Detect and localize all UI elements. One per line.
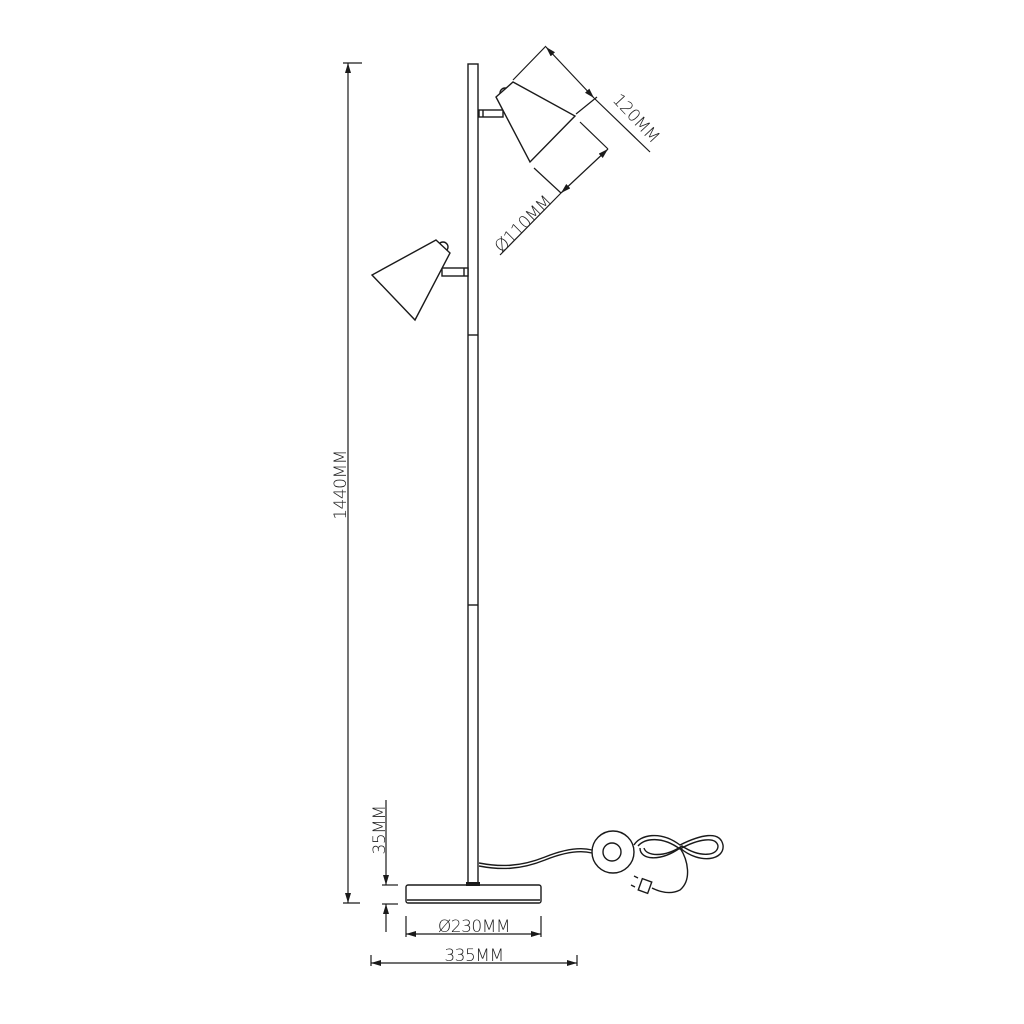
plug-icon <box>630 875 653 895</box>
overall-width-label: 335MM <box>444 946 503 966</box>
lamp-base <box>405 882 542 904</box>
dim-base-thickness: 35MM <box>370 800 398 932</box>
lower-shade <box>370 239 469 322</box>
total-height-label: 1440MM <box>331 450 351 520</box>
lamp-pole <box>467 63 479 887</box>
upper-shade <box>478 81 577 164</box>
base-thickness-label: 35MM <box>370 806 390 855</box>
dim-base-diameter: Ø230MM <box>405 916 542 937</box>
base-diameter-label: Ø230MM <box>438 917 510 937</box>
dim-overall-width: 335MM <box>370 946 578 966</box>
power-cord <box>478 830 724 895</box>
shade-diameter-label: Ø110MM <box>491 192 556 257</box>
dim-total-height: 1440MM <box>331 62 362 904</box>
